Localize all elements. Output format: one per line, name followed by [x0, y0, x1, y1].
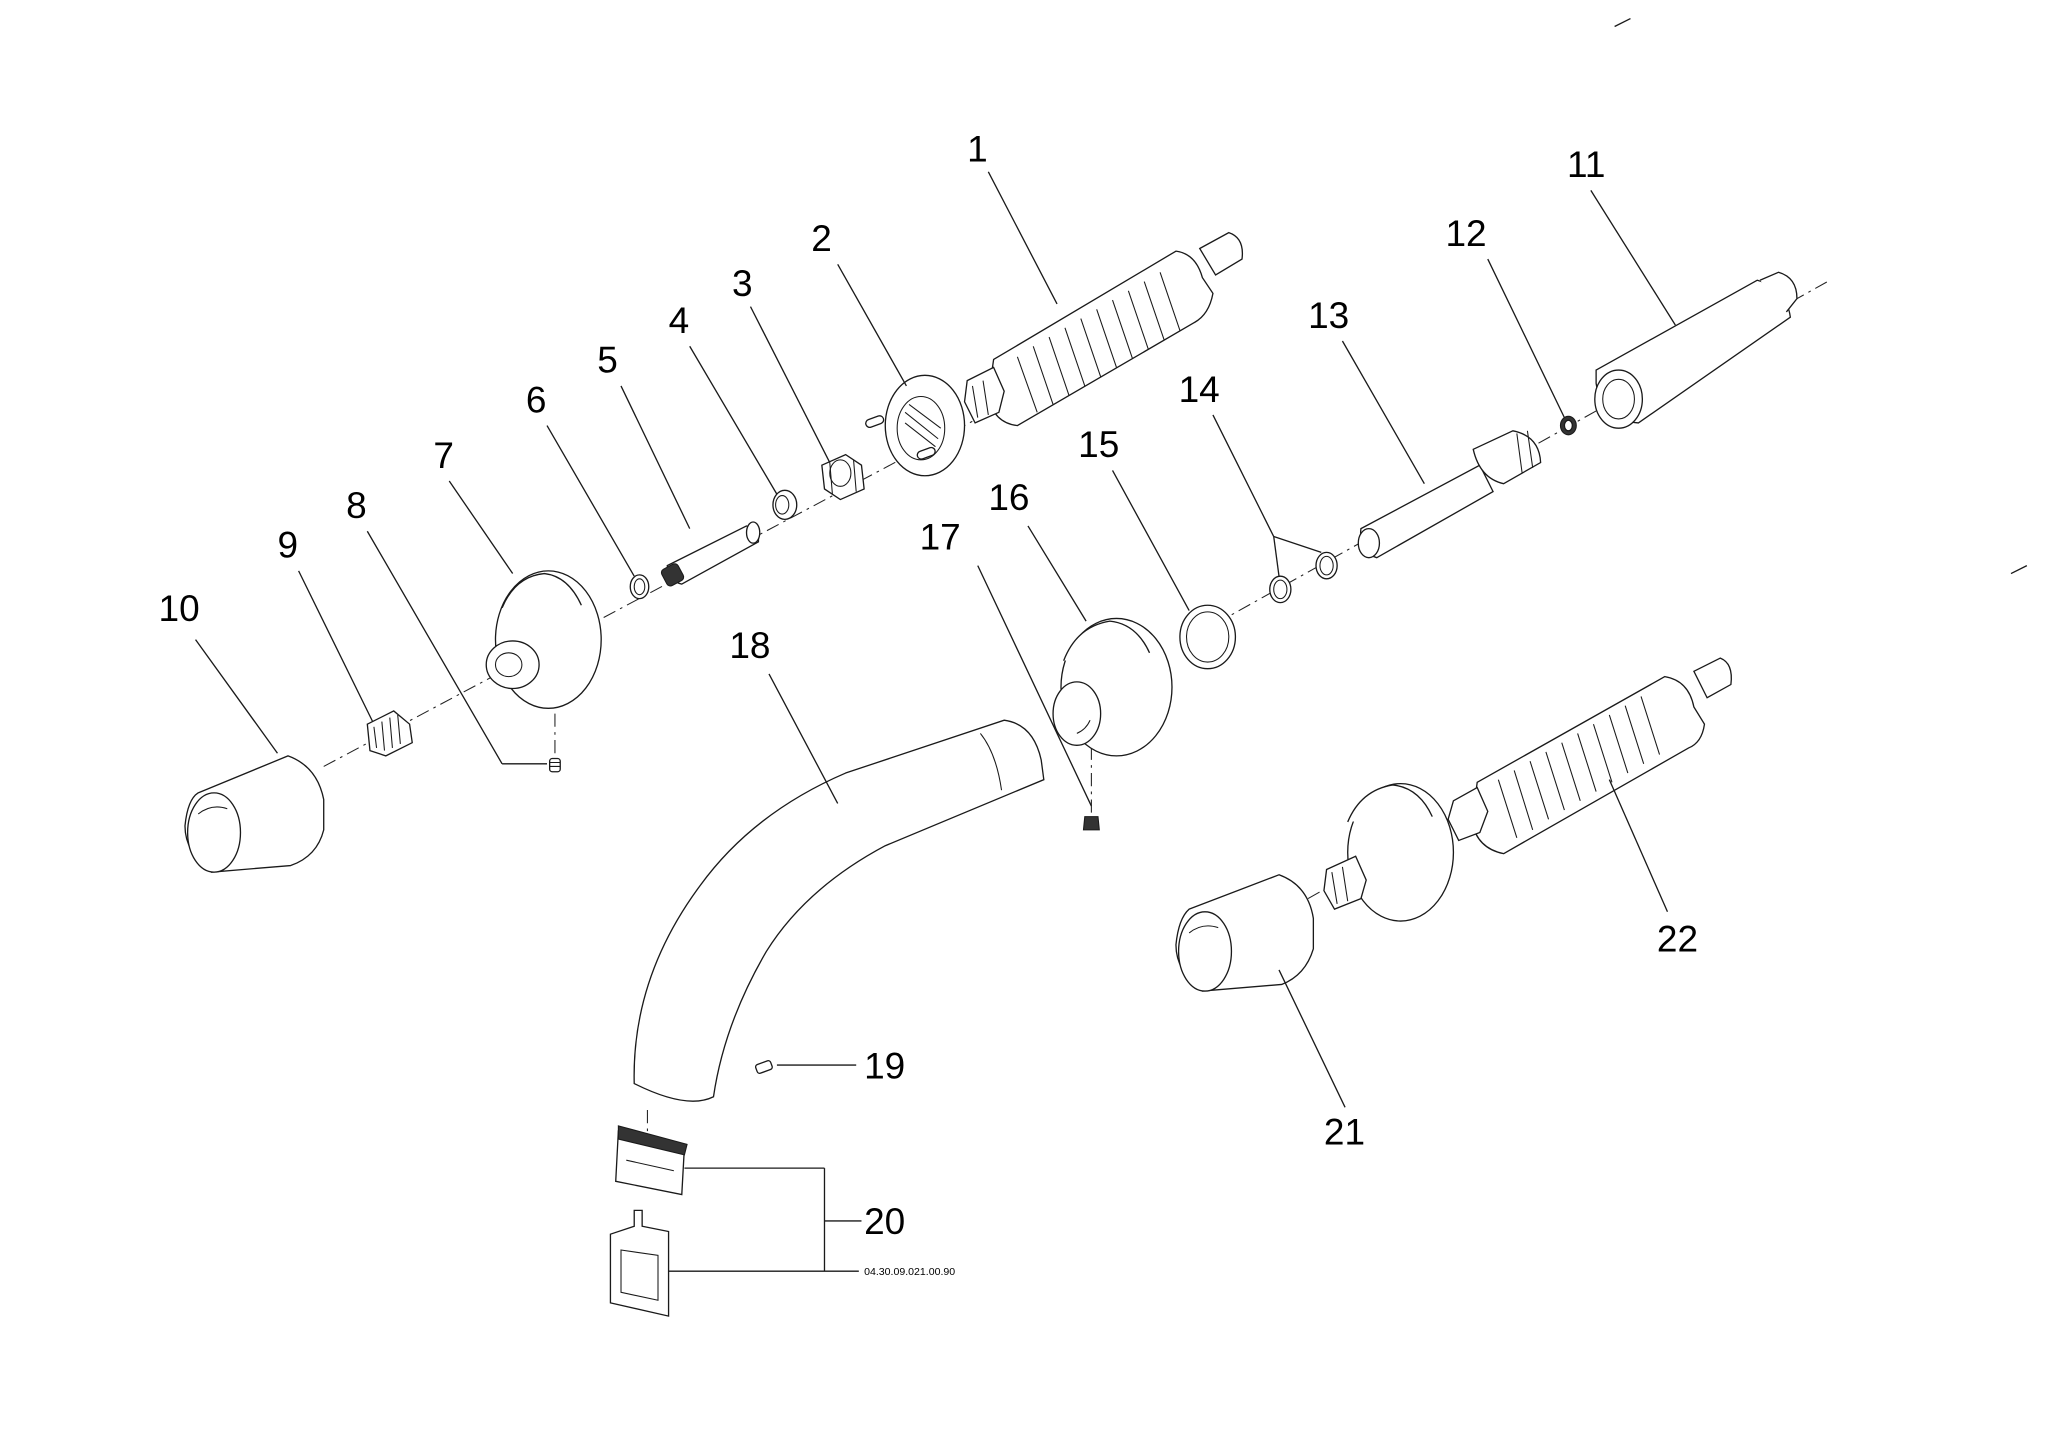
callout-16: 16: [988, 477, 1029, 518]
edge-tick-right: [2010, 565, 2028, 575]
part-5-spindle-extension: [660, 521, 761, 587]
part-21-escutcheon-lower: [1323, 782, 1455, 922]
callout-14: 14: [1179, 369, 1220, 410]
callout-8: 8: [346, 485, 367, 526]
callout-5: 5: [597, 340, 618, 381]
part-3-hex-nut: [821, 453, 865, 501]
callout-22: 22: [1657, 918, 1698, 959]
callout-18: 18: [729, 625, 770, 666]
callout-3: 3: [732, 263, 753, 304]
callout-4: 4: [669, 300, 690, 341]
part-1-valve-cartridge: [963, 231, 1244, 427]
callout-12: 12: [1445, 213, 1486, 254]
callout-15: 15: [1078, 424, 1119, 465]
part-15-large-o-ring: [1179, 604, 1237, 670]
callout-10: 10: [159, 588, 200, 629]
callout-9: 9: [277, 525, 298, 566]
part-4-ring: [772, 489, 798, 521]
callout-13: 13: [1308, 295, 1349, 336]
callout-17: 17: [920, 517, 961, 558]
part-20-aerator: [609, 1125, 688, 1317]
part-18-spout: [633, 719, 1045, 1102]
callout-labels: 1 2 3 4 5 6 7 8 9 10 11 12 13 14 15 16 1…: [159, 128, 1698, 1278]
callout-11: 11: [1567, 144, 1605, 185]
callout-7: 7: [433, 435, 454, 476]
assembly-axis-upper: [323, 403, 1005, 767]
callout-20: 20: [864, 1201, 905, 1242]
part-8-set-screw: [548, 757, 561, 773]
part-13-spout-connector: [1357, 430, 1542, 559]
part-7-escutcheon: [485, 570, 602, 709]
part-10-handle-knob: [184, 755, 325, 873]
part-22-valve-cartridge-assembly: [1447, 657, 1732, 855]
part-2-mounting-flange: [865, 374, 966, 477]
callout-1: 1: [967, 128, 988, 169]
part-14-o-rings: [1269, 551, 1338, 604]
reference-code: 04.30.09.021.00.90: [864, 1266, 955, 1278]
callout-19: 19: [864, 1045, 905, 1086]
callout-21: 21: [1324, 1111, 1365, 1152]
part-21-handle-knob: [1175, 874, 1315, 992]
edge-tick-top: [1614, 18, 1631, 28]
part-16-spout-escutcheon: [1052, 617, 1173, 757]
part-11-spout-sleeve: [1594, 271, 1798, 429]
part-19-grub-screw: [754, 1060, 773, 1074]
callout-2: 2: [811, 218, 832, 259]
callout-6: 6: [526, 379, 547, 420]
part-12-small-nut: [1559, 415, 1577, 436]
leader-lines: [195, 171, 1676, 1272]
part-6-o-ring: [629, 574, 650, 600]
part-9-splined-adapter: [366, 710, 413, 757]
part-17-set-screw: [1082, 816, 1100, 831]
